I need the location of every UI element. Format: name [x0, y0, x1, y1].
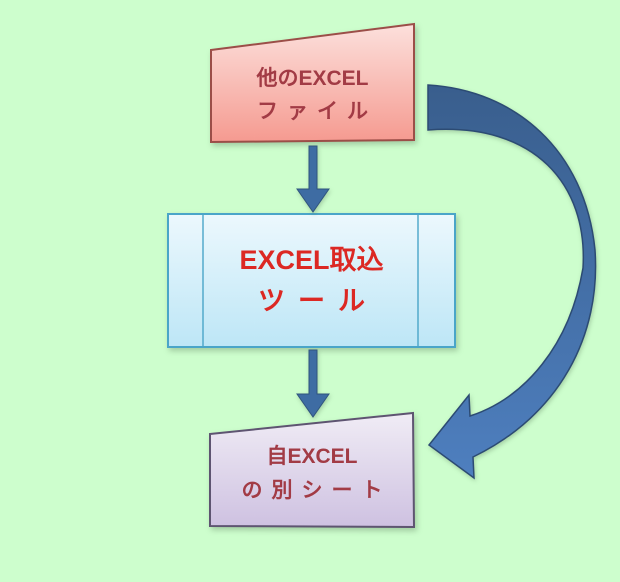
down-arrow-tool-to-target [296, 349, 330, 418]
source-box-shape [210, 22, 415, 144]
target-box-shape [209, 411, 416, 529]
tool-box-shape [167, 213, 456, 348]
down-arrow-source-to-tool [296, 145, 330, 213]
curved-arrow-source-to-target [427, 84, 597, 480]
